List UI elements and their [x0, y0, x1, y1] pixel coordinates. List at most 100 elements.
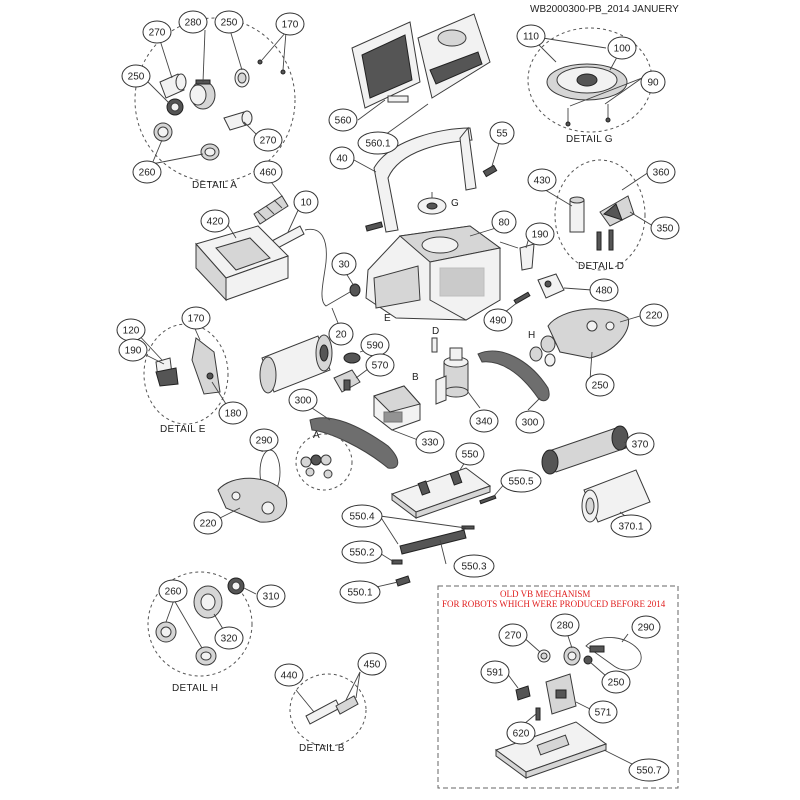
- part-callout-350: 350: [650, 216, 680, 240]
- callout-bubble: [288, 388, 318, 412]
- callout-bubble: [158, 579, 188, 603]
- callout-bubble: [607, 36, 637, 60]
- part-callout-550-7: 550.7: [628, 758, 670, 782]
- part-callout-180: 180: [218, 401, 248, 425]
- callout-number: 280: [185, 18, 202, 29]
- part-callout-560: 560: [328, 108, 358, 132]
- callout-bubble: [515, 410, 545, 434]
- detail-b-label: DETAIL B: [299, 743, 345, 754]
- callout-number: 360: [653, 168, 670, 179]
- part-callout-490: 490: [483, 308, 513, 332]
- side-plate-220b: [215, 477, 288, 523]
- callout-bubble: [527, 168, 557, 192]
- callout-number: 250: [608, 678, 625, 689]
- marker-d: D: [432, 326, 439, 337]
- track-300b: [477, 350, 550, 411]
- callout-bubble: [585, 373, 615, 397]
- filter-cap-100: [546, 63, 628, 101]
- part-callout-250: 250: [214, 10, 244, 34]
- callout-number: 550.2: [349, 548, 374, 559]
- part-callout-280: 280: [550, 613, 580, 637]
- callout-bubble: [589, 278, 619, 302]
- detail-h-label: DETAIL H: [172, 683, 218, 694]
- callout-number: 310: [263, 592, 280, 603]
- callout-bubble: [341, 540, 383, 564]
- part-callout-30: 30: [331, 252, 357, 276]
- callout-bubble: [491, 210, 517, 234]
- callout-bubble: [253, 160, 283, 184]
- screw-left-body: [365, 221, 384, 232]
- callout-bubble: [256, 584, 286, 608]
- part-callout-550-4: 550.4: [341, 504, 383, 528]
- callout-number: 350: [657, 224, 674, 235]
- brush-roller-left: [259, 334, 333, 394]
- screw-170b: [280, 69, 286, 75]
- callout-bubble: [275, 12, 305, 36]
- detail-d-group: DETAIL D: [541, 159, 654, 272]
- callout-number: 550.4: [349, 512, 374, 523]
- bar-550-3: [399, 529, 467, 565]
- marker-h: H: [528, 330, 535, 341]
- callout-number: 590: [367, 341, 384, 352]
- part-callout-250: 250: [585, 373, 615, 397]
- callout-number: 270: [505, 631, 522, 642]
- callout-number: 170: [282, 20, 299, 31]
- callout-bubble: [640, 70, 666, 94]
- callout-number: 270: [149, 28, 166, 39]
- callout-number: 460: [260, 168, 277, 179]
- callout-number: 571: [595, 708, 612, 719]
- part-callout-340: 340: [469, 409, 499, 433]
- callout-number: 560: [335, 116, 352, 127]
- callout-bubble: [178, 10, 208, 34]
- callout-bubble: [483, 308, 513, 332]
- callout-bubble: [455, 442, 485, 466]
- part-callout-480: 480: [589, 278, 619, 302]
- part-callout-550-5: 550.5: [500, 469, 542, 493]
- callout-bubble: [628, 758, 670, 782]
- callout-number: 260: [139, 168, 156, 179]
- callout-bubble: [625, 432, 655, 456]
- part-callout-110: 110: [516, 24, 546, 48]
- callout-bubble: [118, 338, 148, 362]
- detail-e-group: DETAIL E: [133, 321, 229, 435]
- detail-a-inset: [295, 433, 353, 491]
- callout-bubble: [489, 121, 515, 145]
- callout-number: 55: [496, 129, 508, 140]
- callout-number: 250: [128, 72, 145, 83]
- part-callout-40: 40: [329, 146, 355, 170]
- side-plate-220a: [547, 308, 641, 359]
- old-vb-subtitle: FOR ROBOTS WHICH WERE PRODUCED BEFORE 20…: [442, 599, 666, 609]
- filter-gasket-g: [417, 192, 447, 215]
- callout-bubble: [453, 554, 495, 578]
- bottom-chassis-550: [390, 453, 492, 519]
- callout-number: 550: [462, 450, 479, 461]
- detail-h-group: DETAIL H: [147, 571, 257, 694]
- part-callout-570: 570: [365, 353, 395, 377]
- part-callout-290: 290: [249, 428, 279, 452]
- part-callout-220: 220: [639, 303, 669, 327]
- callout-number: 490: [490, 316, 507, 327]
- callout-number: 430: [534, 176, 551, 187]
- callout-number: 270: [260, 136, 277, 147]
- callout-bubble: [249, 428, 279, 452]
- callout-number: 330: [422, 438, 439, 449]
- callout-bubble: [331, 252, 357, 276]
- part-callout-440: 440: [274, 663, 304, 687]
- part-callout-270: 270: [253, 128, 283, 152]
- callout-number: 90: [647, 78, 659, 89]
- part-callout-590: 590: [360, 333, 390, 357]
- callout-number: 280: [557, 621, 574, 632]
- part-callout-430: 430: [527, 168, 557, 192]
- callout-number: 370.1: [618, 522, 643, 533]
- filter-basket-560: [351, 13, 491, 141]
- callout-bubble: [550, 613, 580, 637]
- part-callout-591: 591: [480, 660, 510, 684]
- bushing-270b: [223, 110, 253, 131]
- screw-550-4: [379, 515, 475, 545]
- part-callout-190: 190: [118, 338, 148, 362]
- callout-number: 420: [207, 217, 224, 228]
- part-callout-300: 300: [288, 388, 318, 412]
- callout-number: 591: [487, 668, 504, 679]
